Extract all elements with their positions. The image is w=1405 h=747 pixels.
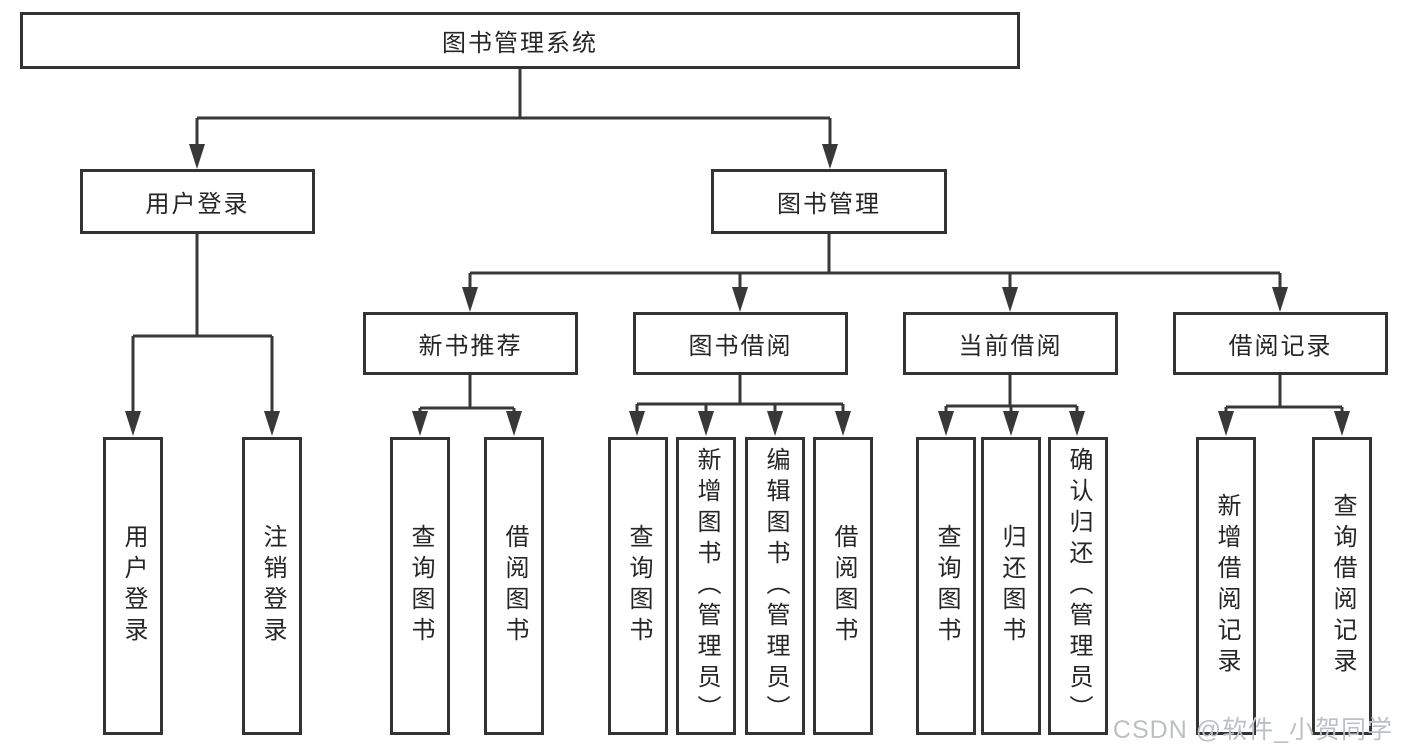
node-query-borrow-record: 查询借阅记录 (1312, 437, 1372, 735)
node-label: 借阅记录 (1228, 333, 1333, 360)
node-borrowing-records: 借阅记录 (1173, 312, 1388, 375)
node-label: 新增图书（管理员） (693, 446, 720, 726)
node-book-management: 图书管理 (711, 169, 947, 234)
node-confirm-return-admin: 确认归还（管理员） (1048, 437, 1108, 735)
node-label: 查询图书 (625, 524, 652, 648)
csdn-watermark: CSDN @软件_小贺同学 (1112, 716, 1393, 744)
node-label: 编辑图书（管理员） (762, 446, 789, 726)
node-query-books-current: 查询图书 (916, 437, 976, 735)
node-label: 图书管理系统 (442, 30, 598, 57)
node-edit-book-admin: 编辑图书（管理员） (745, 437, 805, 735)
node-query-books-recommend: 查询图书 (390, 437, 450, 735)
node-label: 借阅图书 (501, 524, 528, 648)
node-label: 注销登录 (259, 524, 286, 648)
node-label: 当前借阅 (958, 333, 1063, 360)
node-label: 新书推荐 (418, 333, 523, 360)
node-label: 图书管理 (777, 191, 881, 218)
node-current-borrowing: 当前借阅 (903, 312, 1118, 375)
node-book-borrowing: 图书借阅 (633, 312, 848, 375)
node-new-book-recommendation: 新书推荐 (363, 312, 578, 375)
node-label: 用户登录 (145, 191, 250, 218)
node-label: 图书借阅 (688, 333, 793, 360)
node-borrow-books: 借阅图书 (813, 437, 873, 735)
node-borrow-books-recommend: 借阅图书 (484, 437, 544, 735)
node-label: 用户登录 (120, 524, 147, 648)
node-label: 新增借阅记录 (1213, 493, 1240, 679)
node-label: 查询图书 (933, 524, 960, 648)
node-label: 借阅图书 (830, 524, 857, 648)
node-library-management-system: 图书管理系统 (20, 12, 1020, 69)
node-label: 归还图书 (998, 524, 1025, 648)
node-user-login: 用户登录 (103, 437, 163, 735)
node-user-login-group: 用户登录 (80, 169, 315, 234)
node-logout: 注销登录 (242, 437, 302, 735)
node-label: 查询图书 (407, 524, 434, 648)
arrowheads (125, 144, 1350, 436)
edge-lines (131, 68, 1344, 415)
node-add-book-admin: 新增图书（管理员） (676, 437, 736, 735)
node-query-books-borrowing: 查询图书 (608, 437, 668, 735)
node-label: 确认归还（管理员） (1065, 446, 1092, 726)
node-add-borrow-record: 新增借阅记录 (1196, 437, 1256, 735)
node-return-book: 归还图书 (981, 437, 1041, 735)
node-label: 查询借阅记录 (1329, 493, 1356, 679)
